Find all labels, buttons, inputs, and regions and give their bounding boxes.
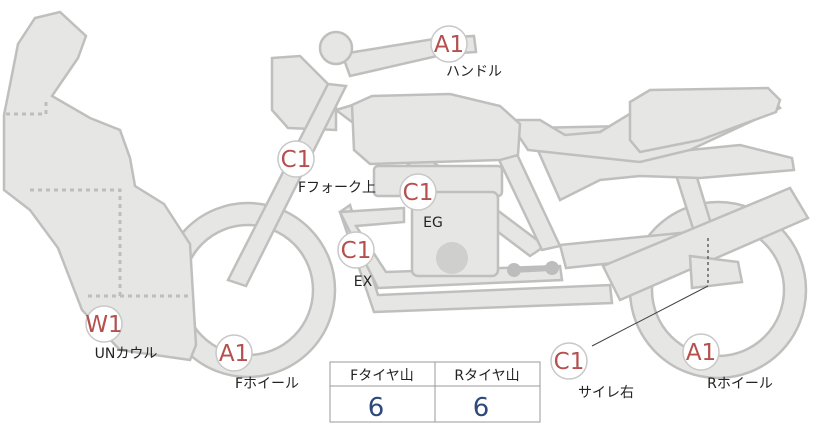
under-cowl — [2, 10, 198, 362]
marker-ffork: C1 Fフォーク上 — [277, 140, 376, 196]
rear-tread-value: 6 — [473, 393, 490, 423]
marker-eg: C1 EG — [399, 173, 443, 231]
engine-cover — [436, 242, 468, 274]
exhaust-lower — [338, 202, 614, 314]
fuel-tank — [350, 92, 522, 166]
seat-top — [628, 86, 782, 154]
label-sailer: サイレ右 — [578, 385, 634, 401]
leader-line-muffler — [591, 285, 709, 347]
marker-handle: A1 ハンドル — [430, 25, 502, 80]
label-ex: EX — [354, 274, 373, 290]
grade-handle: A1 — [434, 32, 464, 58]
front-tread-header: Fタイヤ山 — [350, 368, 414, 384]
marker-sailer: C1 サイレ右 — [550, 342, 634, 401]
label-ffork: Fフォーク上 — [298, 180, 376, 196]
muffler-end — [688, 254, 744, 290]
label-handle: ハンドル — [446, 64, 502, 80]
grade-rwheel: A1 — [686, 340, 716, 366]
motorcycle-body — [2, 10, 810, 380]
tread-table: Fタイヤ山 Rタイヤ山 6 6 — [329, 361, 541, 423]
label-eg: EG — [423, 215, 443, 231]
grade-ffork: C1 — [281, 147, 312, 173]
muffler — [601, 186, 810, 302]
grade-eg: C1 — [403, 180, 434, 206]
grade-uncowl: W1 — [85, 312, 122, 338]
marker-uncowl: W1 UNカウル — [85, 305, 158, 362]
front-tread-value: 6 — [368, 393, 385, 423]
front-fork — [226, 82, 348, 288]
grade-fwheel: A1 — [219, 341, 249, 367]
marker-rwheel: A1 Rホイール — [682, 333, 773, 392]
label-uncowl: UNカウル — [95, 346, 158, 362]
grade-sailer: C1 — [554, 349, 585, 375]
grade-ex: C1 — [341, 238, 372, 264]
rear-tread-header: Rタイヤ山 — [454, 368, 519, 384]
marker-fwheel: A1 Fホイール — [215, 334, 299, 392]
label-fwheel: Fホイール — [235, 376, 299, 392]
exhaust-upper — [338, 206, 564, 290]
label-rwheel: Rホイール — [707, 376, 773, 392]
marker-ex: C1 EX — [337, 231, 375, 290]
handle-clamp — [318, 30, 354, 66]
engine-block — [410, 190, 500, 278]
